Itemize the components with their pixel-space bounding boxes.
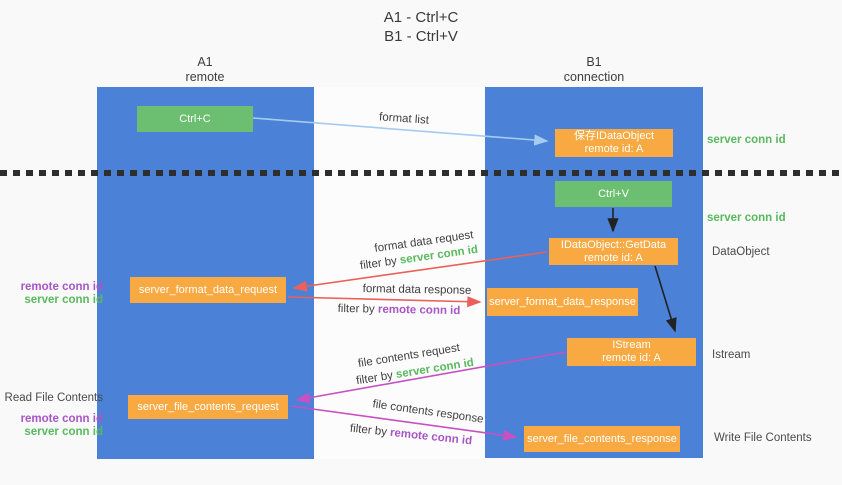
title-line-2: B1 - Ctrl+V — [384, 28, 458, 45]
idataobject-getdata-line2: remote id: A — [584, 251, 643, 264]
server-conn-id-label-top-right: server conn id — [707, 134, 786, 146]
server-conn-id-label-left-2: server conn id — [24, 426, 103, 438]
filter-by-remote-conn-id-label-1: filter by remote conn id — [338, 303, 461, 317]
format-data-response-label: format data response — [362, 283, 472, 297]
column-b1-role: connection — [563, 70, 625, 84]
idataobject-getdata-line1: IDataObject::GetData — [560, 238, 667, 251]
column-b1-name: B1 — [586, 55, 602, 69]
ctrl-c-label: Ctrl+C — [179, 112, 211, 125]
istream-line2: remote id: A — [602, 352, 661, 364]
ctrl-v-label: Ctrl+V — [598, 187, 629, 200]
file-contents-request-arrow — [295, 351, 567, 404]
file-contents-response-arrow — [290, 405, 518, 441]
ctrl-v-box: Ctrl+V — [555, 181, 672, 207]
server-file-contents-response-label: server_file_contents_response — [527, 432, 677, 445]
diagram-title: A1 - Ctrl+C B1 - Ctrl+V — [0, 8, 842, 46]
title-line-1: A1 - Ctrl+C — [383, 9, 459, 26]
server-file-contents-response-box: server_file_contents_response — [524, 426, 680, 452]
write-file-contents-label: Write File Contents — [714, 432, 812, 444]
save-idataobject-line2: remote id: A — [584, 143, 644, 155]
column-header-a1: A1 remote — [150, 55, 260, 85]
ctrl-c-box: Ctrl+C — [137, 106, 253, 132]
machine-boundary-dotted-line — [0, 170, 842, 176]
format-list-arrow — [252, 117, 549, 146]
filter-by-prefix: filter by — [337, 302, 379, 316]
remote-conn-id-label-left-2: remote conn id — [20, 413, 103, 425]
server-conn-id-label-left-1: server conn id — [24, 294, 103, 306]
getdata-to-istream-arrow — [654, 265, 677, 333]
server-format-data-request-box: server_format_data_request — [130, 277, 286, 303]
server-file-contents-request-box: server_file_contents_request — [128, 395, 288, 419]
column-a1-name: A1 — [197, 55, 213, 69]
server-file-contents-request-label: server_file_contents_request — [137, 400, 279, 413]
dataobject-label: DataObject — [712, 246, 770, 258]
istream-side-label: Istream — [712, 349, 751, 361]
column-a1-role: remote — [185, 70, 225, 84]
server-format-data-response-box: server_format_data_response — [487, 288, 638, 316]
save-idataobject-box: 保存IDataObject remote id: A — [555, 129, 673, 157]
istream-box: IStream remote id: A — [567, 338, 696, 366]
server-conn-id-label-mid-right: server conn id — [707, 212, 786, 224]
istream-line1: IStream — [612, 339, 651, 351]
format-data-request-arrow — [292, 251, 548, 292]
read-file-contents-label: Read File Contents — [4, 392, 103, 404]
server-format-data-request-label: server_format_data_request — [138, 283, 278, 296]
format-data-response-arrow — [287, 296, 482, 308]
save-idataobject-line1: 保存IDataObject — [573, 130, 655, 142]
idataobject-getdata-box: IDataObject::GetData remote id: A — [549, 238, 678, 265]
server-format-data-response-label: server_format_data_response — [489, 295, 636, 308]
remote-conn-id-inline: remote conn id — [377, 303, 461, 318]
column-header-b1: B1 connection — [539, 55, 649, 85]
remote-conn-id-label-left-1: remote conn id — [20, 281, 103, 293]
